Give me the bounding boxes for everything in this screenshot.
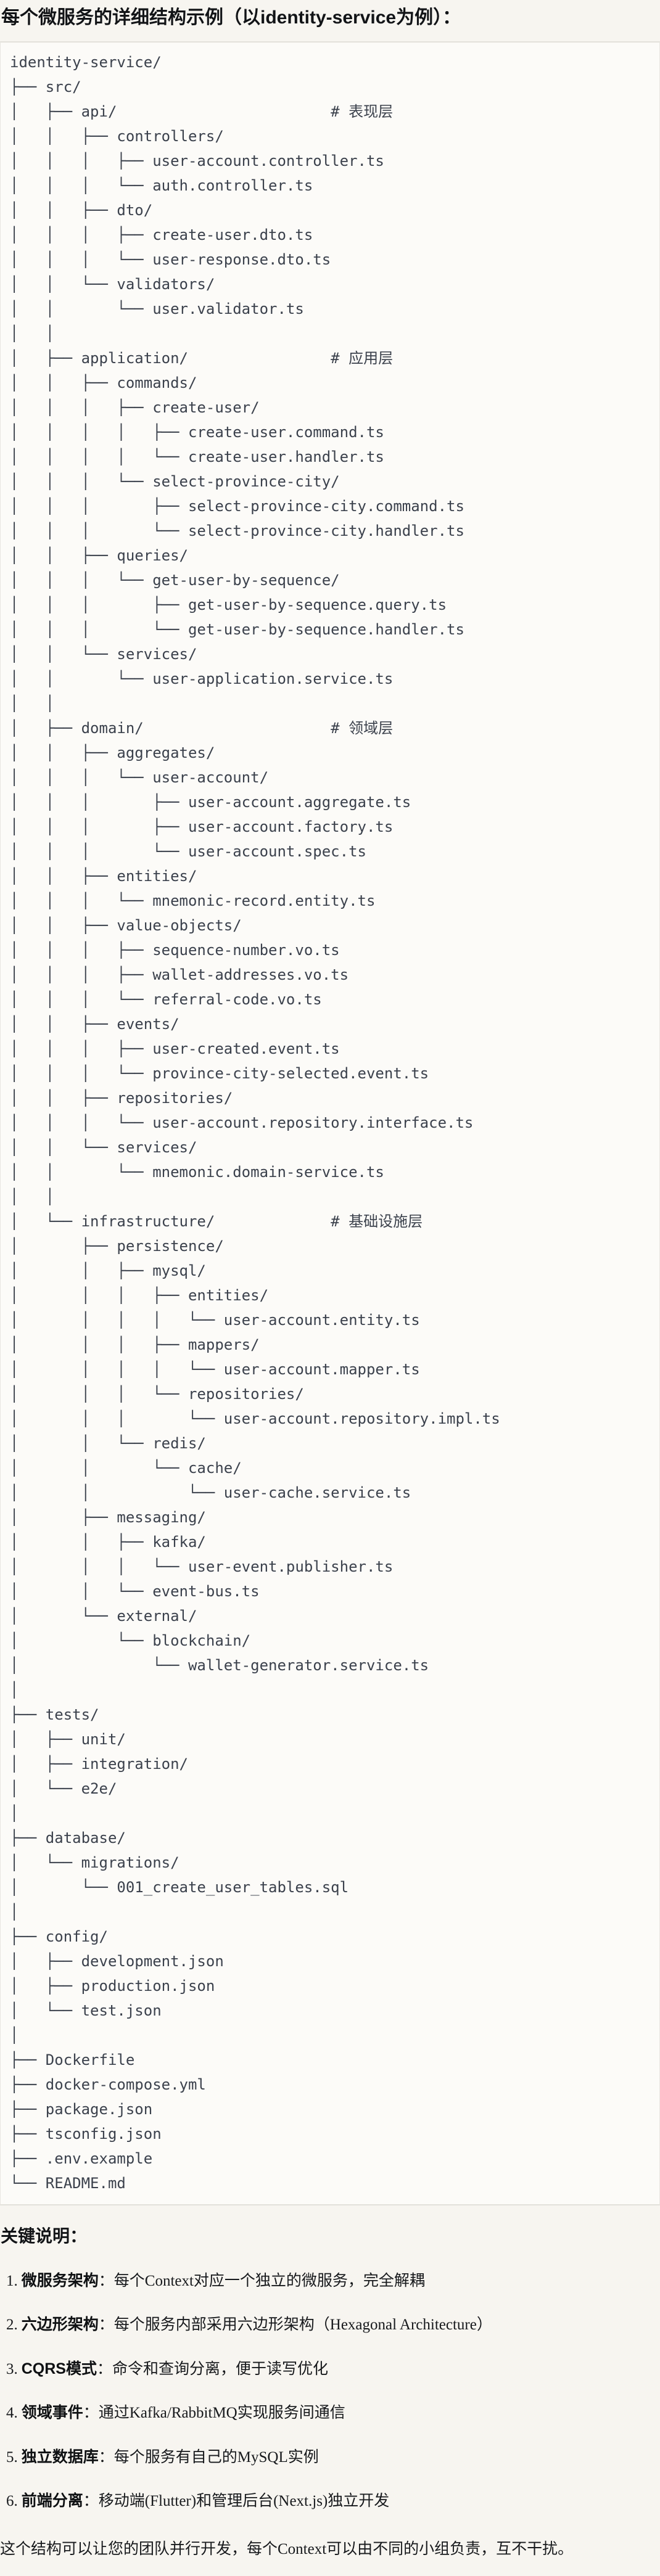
note-text: ：每个Context对应一个独立的微服务，完全解耦 [98,2272,425,2289]
note-label: 前端分离 [21,2492,83,2510]
note-label: 独立数据库 [21,2448,99,2466]
note-item-database: 5.独立数据库：每个服务有自己的MySQL实例 [0,2447,660,2468]
note-item-frontend: 6.前端分离：移动端(Flutter)和管理后台(Next.js)独立开发 [0,2491,660,2512]
note-text: ：每个服务有自己的MySQL实例 [98,2448,319,2466]
note-item-domain-events: 4.领域事件：通过Kafka/RabbitMQ实现服务间通信 [0,2403,660,2424]
note-label: 领域事件 [21,2404,83,2422]
note-item-cqrs: 3.CQRS模式：命令和查询分离，便于读写优化 [0,2359,660,2380]
notes-heading: 关键说明： [1,2226,88,2246]
note-number: 2. [6,2316,18,2334]
note-item-hexagonal: 2.六边形架构：每个服务内部采用六边形架构（Hexagonal Architec… [0,2315,660,2336]
directory-tree-code-block: identity-service/ ├── src/ │ ├── api/ # … [0,41,660,2205]
note-number: 5. [6,2448,18,2466]
note-label: CQRS模式 [21,2360,97,2377]
note-text: ：命令和查询分离，便于读写优化 [96,2360,328,2377]
note-text: ：每个服务内部采用六边形架构（Hexagonal Architecture） [98,2316,492,2334]
directory-tree-text: identity-service/ ├── src/ │ ├── api/ # … [10,53,500,2192]
note-number: 6. [6,2493,18,2510]
footer-note: 这个结构可以让您的团队并行开发，每个Context可以由不同的小组负责，互不干扰… [0,2540,574,2558]
page-title: 每个微服务的详细结构示例（以identity-service为例）： [1,7,461,28]
note-text: ：通过Kafka/RabbitMQ实现服务间通信 [83,2405,345,2422]
note-item-microservice: 1.微服务架构：每个Context对应一个独立的微服务，完全解耦 [0,2271,660,2292]
note-number: 4. [6,2405,18,2422]
notes-list: 1.微服务架构：每个Context对应一个独立的微服务，完全解耦 2.六边形架构… [0,2271,660,2512]
note-label: 六边形架构 [21,2316,99,2334]
note-text: ：移动端(Flutter)和管理后台(Next.js)独立开发 [83,2493,390,2510]
note-number: 3. [6,2360,18,2377]
note-number: 1. [6,2272,18,2289]
note-label: 微服务架构 [21,2271,99,2289]
